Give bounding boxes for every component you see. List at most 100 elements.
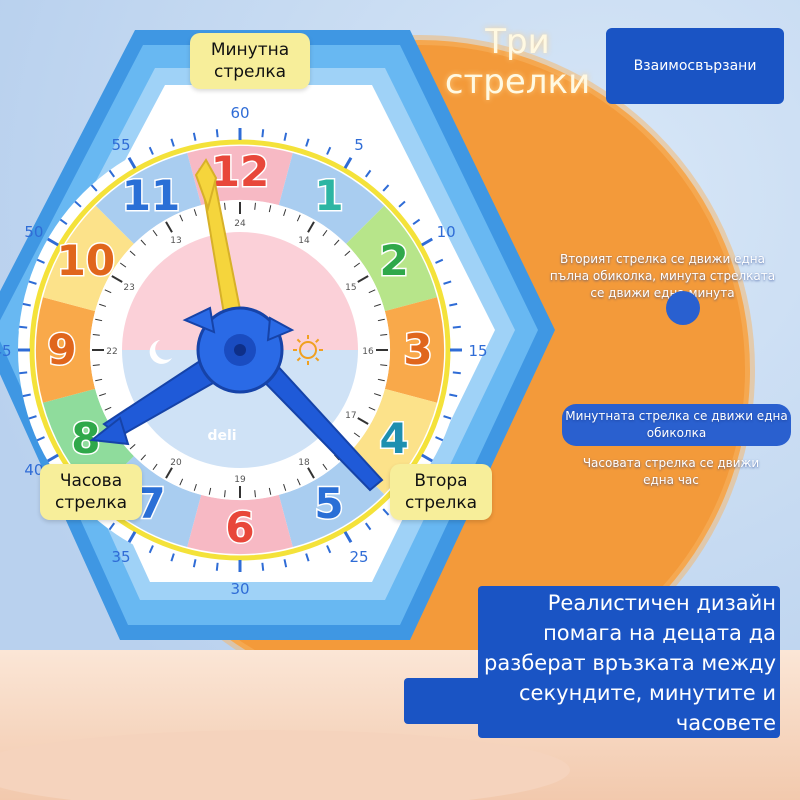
inner-tick xyxy=(296,214,301,222)
inner-tick xyxy=(152,463,158,471)
hour-sector xyxy=(384,297,444,403)
inner-tick xyxy=(193,209,197,217)
minute-tick xyxy=(449,302,458,307)
inner-tick xyxy=(322,229,328,237)
minute-tick xyxy=(215,129,219,138)
sun-icon xyxy=(299,341,317,359)
minute-tick xyxy=(19,325,28,329)
hour-sector xyxy=(95,152,202,244)
minute-tick xyxy=(421,453,434,463)
hour-sector xyxy=(36,297,96,403)
note-hour-hand: Часовата стрелка се движи една час xyxy=(582,456,760,487)
promo-box: Реалистичен дизайн помага на децата да р… xyxy=(404,586,780,738)
hour-number: 1 xyxy=(314,171,343,220)
minute-tick xyxy=(452,371,461,375)
minute-tick xyxy=(127,531,137,544)
minute-number: 25 xyxy=(349,548,368,566)
inner-tick xyxy=(283,209,287,217)
hour-number: 3 xyxy=(403,325,432,374)
inner-tick xyxy=(99,303,107,307)
minute-tick xyxy=(382,184,390,192)
note-second-hand: Вторият стрелка се движи една пълна обик… xyxy=(549,252,776,300)
sun-ray xyxy=(296,338,301,343)
inner-number: 14 xyxy=(298,236,310,246)
minute-tick xyxy=(435,258,444,264)
minute-tick xyxy=(108,169,116,178)
inner-tick xyxy=(296,478,301,486)
minute-tick xyxy=(305,553,310,562)
inner-tick xyxy=(368,289,376,294)
minute-tick xyxy=(127,156,137,169)
minute-number: 5 xyxy=(354,136,364,154)
minute-tick xyxy=(343,156,353,169)
clock-hands xyxy=(89,158,384,492)
inner-tick xyxy=(353,262,361,268)
label-minute-hand: Минутна стрелка xyxy=(190,33,310,89)
minute-tick xyxy=(36,258,45,264)
inner-number: 16 xyxy=(362,347,374,357)
minute-tick xyxy=(305,138,310,147)
minute-tick xyxy=(28,280,37,285)
minute-number: 45 xyxy=(0,342,12,360)
hour-number: 2 xyxy=(380,236,409,285)
hour-number: 9 xyxy=(47,325,76,374)
minute-tick xyxy=(59,218,68,226)
minute-tick xyxy=(421,237,434,247)
inner-tick xyxy=(357,417,369,425)
inner-tick xyxy=(380,364,388,366)
inner-tick xyxy=(380,334,388,336)
hour-sector xyxy=(346,205,438,312)
inner-number: 23 xyxy=(123,283,134,293)
hour-number: 6 xyxy=(225,503,254,552)
inner-tick xyxy=(254,202,256,210)
title-three-hands: Три стрелки xyxy=(444,22,591,102)
minute-number: 10 xyxy=(437,223,456,241)
minute-tick xyxy=(326,545,332,554)
blue-dot-1 xyxy=(666,291,700,325)
minute-tick xyxy=(192,559,197,568)
minute-tick xyxy=(283,132,288,141)
sun-ray xyxy=(296,357,301,362)
note-minute-hand: Минутната стрелка се движи една обиколка xyxy=(562,404,791,446)
minute-tick xyxy=(22,393,31,398)
minute-tick xyxy=(170,138,175,147)
inner-tick xyxy=(179,214,184,222)
inner-tick xyxy=(129,250,136,257)
inner-tick xyxy=(152,229,158,237)
hour-sector xyxy=(42,205,134,312)
inner-tick xyxy=(377,318,385,322)
inner-tick xyxy=(95,378,103,382)
inner-tick xyxy=(307,221,315,233)
inner-tick xyxy=(95,318,103,322)
minute-tick xyxy=(46,237,59,247)
hour-number: 10 xyxy=(57,236,115,285)
minute-tick xyxy=(148,146,154,155)
minute-tick xyxy=(449,393,458,398)
moon-icon xyxy=(149,340,172,364)
inner-tick xyxy=(140,454,147,461)
inner-number: 18 xyxy=(298,458,310,468)
inner-number: 24 xyxy=(234,219,246,229)
inner-tick xyxy=(92,334,100,336)
minute-tick xyxy=(19,371,28,375)
badge-interconnected: Взаимосвързани xyxy=(606,28,784,104)
minute-tick xyxy=(283,559,288,568)
minute-tick xyxy=(443,280,452,285)
inner-number: 20 xyxy=(170,458,182,468)
brand-logo: deli xyxy=(207,428,236,444)
minute-tick xyxy=(364,522,372,531)
inner-tick xyxy=(353,432,361,438)
inner-tick xyxy=(368,406,376,411)
dial-yellow-ring xyxy=(29,139,451,561)
minute-tick xyxy=(261,562,265,571)
minute-tick xyxy=(108,522,116,531)
inner-tick xyxy=(129,443,136,450)
minute-number: 50 xyxy=(24,223,43,241)
hour-number: 12 xyxy=(211,147,269,196)
minute-tick xyxy=(398,200,406,208)
minute-number: 40 xyxy=(24,461,43,479)
minute-tick xyxy=(443,415,452,420)
minute-tick xyxy=(435,436,444,442)
sun-ray xyxy=(315,338,320,343)
minute-tick xyxy=(22,302,31,307)
